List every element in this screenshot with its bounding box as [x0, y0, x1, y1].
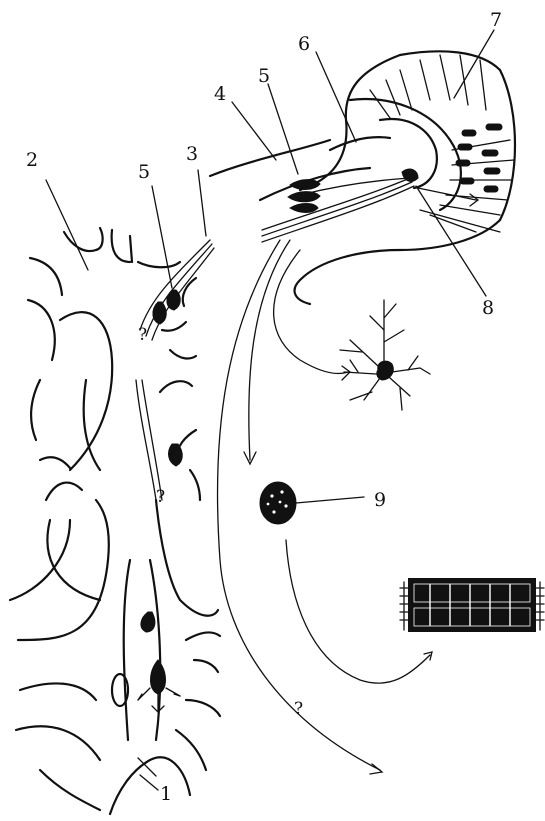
question-mark-1: ?	[138, 325, 147, 345]
label-2: 2	[26, 149, 38, 171]
label-6: 6	[298, 33, 310, 55]
label-7: 7	[490, 9, 502, 31]
labels: 2 3 4 5 5 6 7 8 9 1 ? ? ?	[26, 9, 502, 805]
label-5-right: 5	[258, 65, 270, 87]
label-1: 1	[160, 783, 172, 805]
label-9: 9	[374, 489, 386, 511]
pathway-arrows	[218, 210, 501, 774]
label-4: 4	[214, 83, 226, 105]
muscle-block	[400, 578, 544, 632]
stellate-cell	[340, 300, 430, 410]
lower-neural-tube	[10, 500, 220, 814]
label-8: 8	[482, 297, 494, 319]
question-mark-2: ?	[156, 487, 165, 507]
label-3: 3	[186, 143, 198, 165]
neural-crest-region	[210, 51, 515, 304]
label-5-left: 5	[138, 161, 150, 183]
leader-lines	[46, 30, 494, 776]
cell-9	[260, 482, 364, 524]
upper-neural-tube	[28, 228, 200, 500]
question-mark-3: ?	[294, 699, 303, 719]
